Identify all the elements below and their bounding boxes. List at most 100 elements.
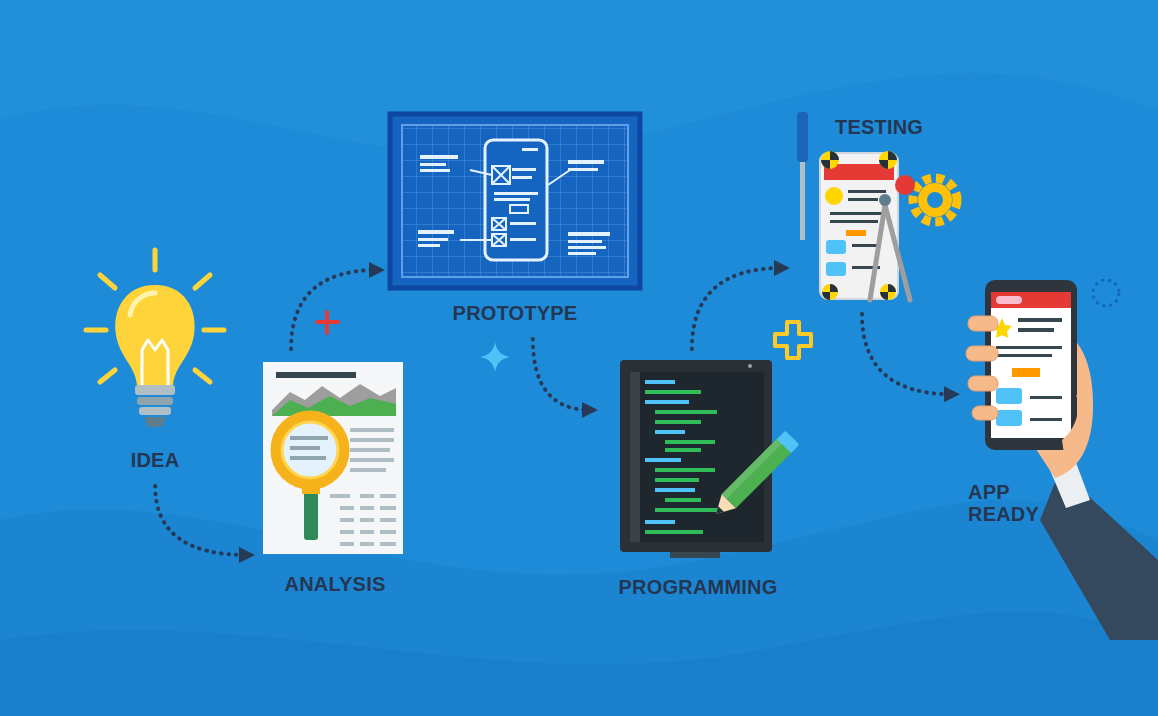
testing-phone-part-part [852, 244, 880, 247]
blueprint-part-part [568, 232, 610, 236]
light-bulb-part-part [86, 328, 106, 333]
report-with-magnifier-part-part [290, 436, 328, 440]
report-with-magnifier-part [276, 416, 344, 484]
report-with-magnifier-part-part [330, 494, 350, 498]
blueprint-part-part [568, 160, 604, 164]
gear-part [913, 178, 957, 222]
testing-phone-part-part [826, 240, 846, 254]
light-bulb-part-part [100, 275, 115, 288]
hand-with-phone-part-part [996, 346, 1062, 349]
stage-node: PROTOTYPE [385, 108, 649, 333]
compass-part [870, 205, 885, 300]
blueprint-part-part [492, 234, 506, 246]
code-monitor-part-part [645, 458, 681, 462]
blueprint-part [390, 114, 640, 288]
hand-with-phone-part-part [968, 376, 998, 391]
blueprint-part-part [418, 230, 454, 234]
code-monitor-part-part [722, 438, 793, 509]
compass-part [879, 194, 891, 206]
testing-phone-part [825, 187, 843, 205]
gear-part [895, 175, 915, 195]
blueprint-part-part [470, 170, 492, 175]
code-monitor-part [748, 364, 752, 368]
blueprint-part-part [418, 244, 440, 247]
report-with-magnifier-part-part [350, 468, 386, 472]
report-with-magnifier-part [304, 490, 318, 540]
testing-phone-part-part [826, 262, 846, 276]
hand-with-phone-part [996, 318, 1062, 421]
report-with-magnifier-part-part [380, 542, 396, 546]
stage-label: PROTOTYPE [385, 302, 645, 324]
report-with-magnifier-part-part [340, 542, 354, 546]
hand-with-phone-part [991, 292, 1071, 308]
report-with-magnifier-part-part [380, 506, 396, 510]
hand-with-phone [966, 280, 1158, 640]
blueprint-part [460, 166, 570, 246]
stage-label: TESTING [835, 116, 965, 138]
report-with-magnifier-part-part [340, 518, 354, 522]
code-monitor-part-part [665, 498, 701, 502]
light-bulb [86, 250, 224, 427]
report-with-magnifier-part-part [360, 518, 374, 522]
report-with-magnifier-part-part [340, 506, 354, 510]
light-bulb-part-part [100, 370, 115, 382]
blueprint-part-part [418, 238, 448, 241]
blueprint-part-part [420, 163, 446, 166]
blueprint-part-part [510, 222, 536, 225]
report-with-magnifier-part-part [380, 494, 396, 498]
light-bulb-part-part [195, 370, 210, 382]
testing-phone-part [800, 162, 805, 240]
code-monitor-part-part [655, 478, 699, 482]
hand-with-phone-part [1062, 395, 1092, 468]
code-monitor-part-part [713, 506, 724, 517]
hand-with-phone-part-part [1030, 418, 1062, 421]
blueprint-part-part [522, 148, 538, 151]
hand-with-phone-part-part [972, 406, 998, 420]
sparkles-part [775, 322, 811, 358]
dotted-arrow [862, 314, 952, 394]
report-with-magnifier-part [272, 396, 396, 416]
dotted-arrow [155, 486, 247, 555]
light-bulb-part-part [153, 250, 158, 270]
testing-phone-part [846, 230, 866, 236]
report-with-magnifier-part-part [350, 438, 394, 442]
code-monitor-part [645, 390, 721, 534]
report-with-magnifier-part-part [350, 428, 394, 432]
crash-dummy-marks-part [822, 284, 838, 300]
code-monitor-part [709, 431, 800, 522]
blueprint-part-part [568, 240, 602, 243]
code-monitor-part-part [645, 520, 675, 524]
report-with-magnifier-part-part [360, 542, 374, 546]
hand-with-phone-part-part [996, 388, 1022, 404]
testing-phone-part-part [848, 198, 878, 201]
report-with-magnifier-part-part [340, 530, 354, 534]
blueprint-part-part [492, 234, 506, 246]
connectors [155, 268, 952, 555]
light-bulb-part [130, 293, 155, 315]
report-with-magnifier-part [282, 422, 338, 478]
code-monitor-part [620, 360, 772, 552]
report-with-magnifier-part-part [350, 448, 390, 452]
code-monitor-part-part [722, 438, 784, 500]
sparkles-part [1093, 280, 1119, 306]
report-with-magnifier-part [263, 362, 403, 554]
compass [870, 194, 910, 300]
blueprint-part-part [548, 170, 570, 185]
hand-with-phone-part-part [996, 410, 1022, 426]
light-bulb-part-part [195, 275, 210, 288]
light-bulb-part [137, 397, 173, 405]
report-with-magnifier-part-part [380, 530, 396, 534]
stage-label: PROGRAMMING [598, 576, 798, 598]
blueprint-part-part [512, 176, 532, 179]
hand-with-phone-part-part [1030, 396, 1062, 399]
blueprint-part-part [420, 169, 450, 172]
blueprint-part-part [492, 166, 510, 184]
testing-phone-part [820, 153, 898, 299]
sparkles-part [317, 312, 338, 333]
hand-with-phone-part-part [996, 354, 1052, 357]
hand-with-phone-part-part [1018, 328, 1054, 332]
crash-dummy-marks-part [879, 151, 897, 169]
